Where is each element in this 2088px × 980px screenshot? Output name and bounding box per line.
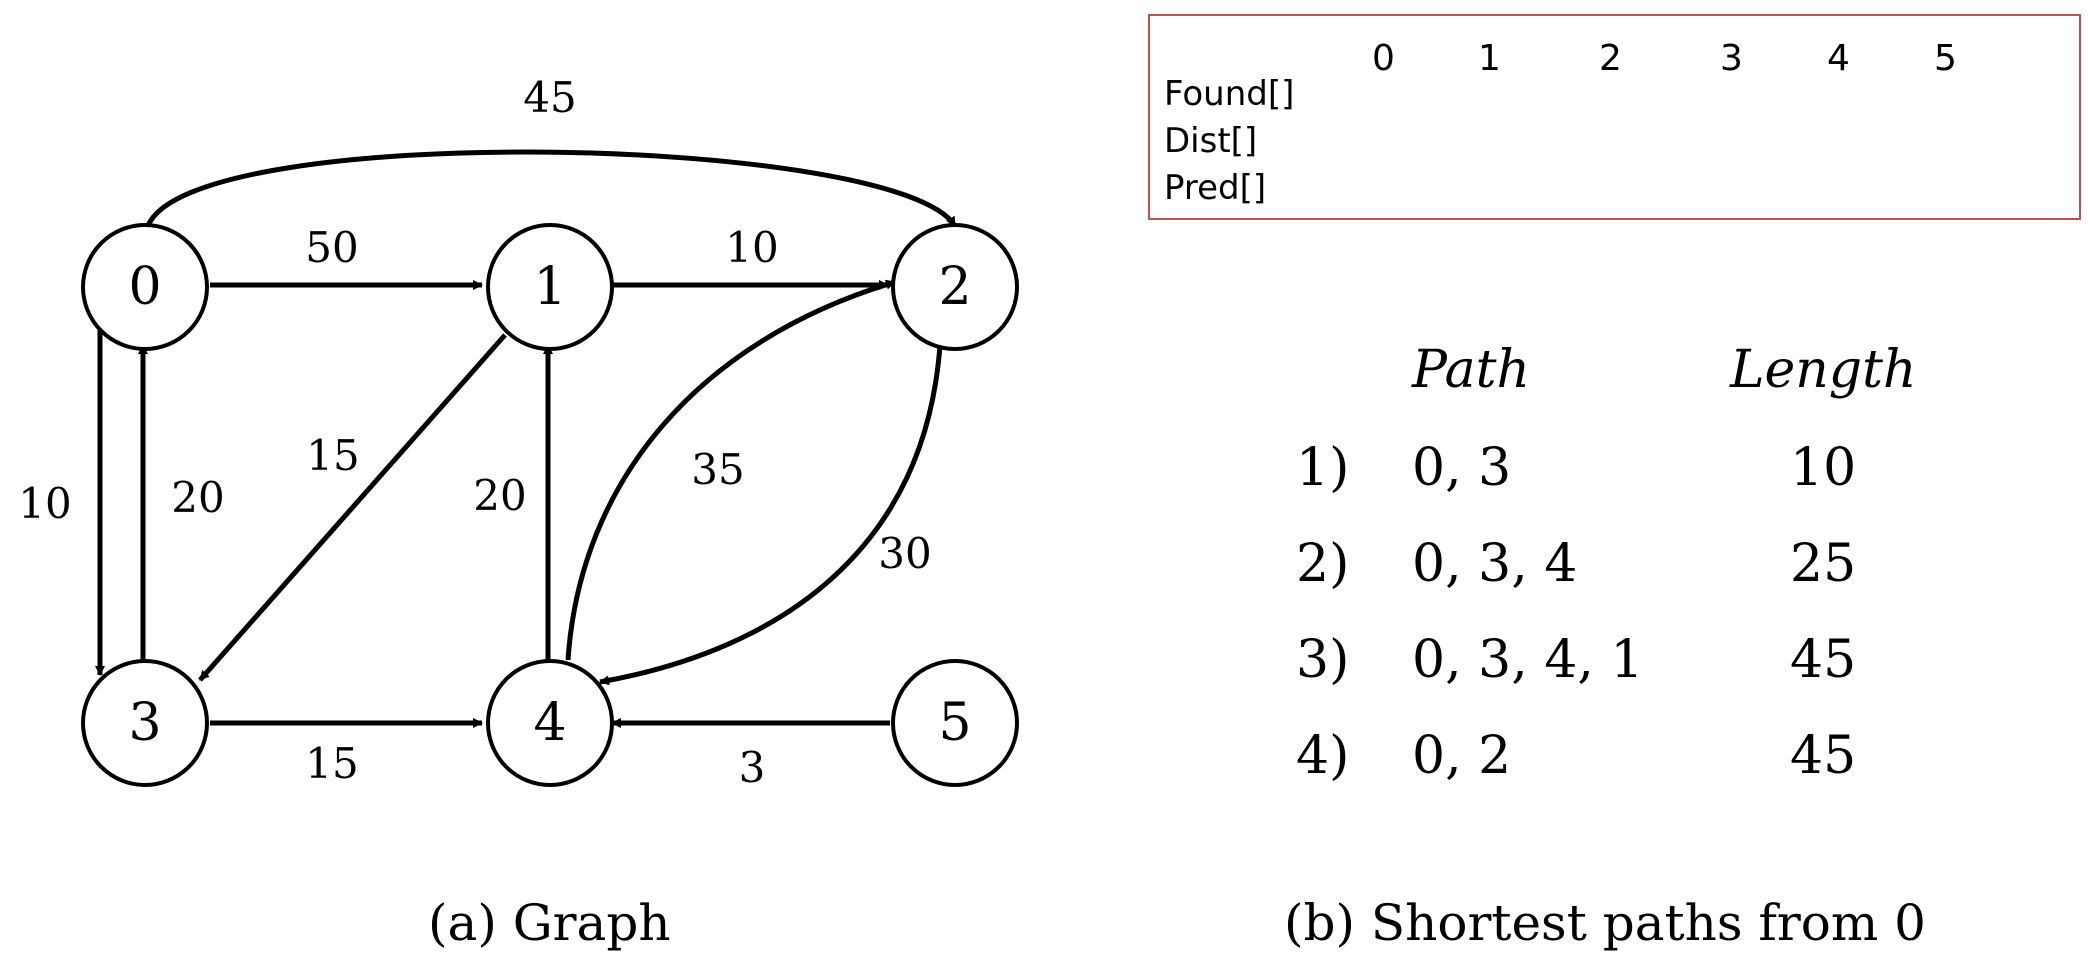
- node-3: 3: [81, 659, 209, 787]
- path-row-length: 10: [1790, 438, 1857, 498]
- state-index-4: 4: [1827, 38, 1850, 79]
- path-row-path: 0, 3, 4, 1: [1412, 630, 1644, 690]
- node-2: 2: [891, 223, 1019, 351]
- edge-weight-3-0: 20: [171, 473, 224, 522]
- path-header: Path: [1412, 340, 1531, 400]
- edge-weight-2-4: 30: [878, 529, 931, 578]
- edge-weight-1-2: 10: [725, 223, 778, 272]
- state-index-0: 0: [1372, 38, 1395, 79]
- edge-weight-0-1: 50: [305, 223, 358, 272]
- node-4: 4: [486, 659, 614, 787]
- path-row-number: 4): [1296, 726, 1350, 786]
- state-index-2: 2: [1599, 38, 1622, 79]
- path-row-number: 2): [1296, 534, 1350, 594]
- node-label: 3: [128, 693, 161, 753]
- graph-caption: (a) Graph: [428, 894, 671, 952]
- edge-1-3: [198, 333, 507, 682]
- path-row-number: 1): [1296, 438, 1350, 498]
- path-row-length: 45: [1790, 726, 1857, 786]
- state-row-dist: Dist[]: [1164, 121, 1258, 161]
- node-label: 4: [533, 693, 566, 753]
- node-label: 1: [533, 257, 566, 317]
- edge-4-2: [565, 279, 896, 661]
- node-label: 0: [128, 257, 161, 317]
- edge-weight-3-4: 15: [305, 739, 358, 788]
- edge-0-2: [145, 149, 958, 228]
- state-row-pred: Pred[]: [1164, 168, 1267, 208]
- edge-weight-4-2: 35: [691, 445, 744, 494]
- edge-weight-5-4: 3: [739, 743, 766, 792]
- path-row-length: 25: [1790, 534, 1857, 594]
- node-label: 2: [938, 257, 971, 317]
- state-row-found: Found[]: [1164, 74, 1295, 114]
- state-index-3: 3: [1720, 38, 1743, 79]
- paths-caption: (b) Shortest paths from 0: [1284, 894, 1926, 952]
- state-index-1: 1: [1478, 38, 1501, 79]
- node-0: 0: [81, 223, 209, 351]
- edge-weight-0-3: 10: [18, 479, 71, 528]
- path-row-path: 0, 3, 4: [1412, 534, 1578, 594]
- graph-diagram: 50 10 45 10 20 15 20 35 30 15 3 0 1 2 3: [18, 73, 1019, 792]
- edge-weight-0-2: 45: [523, 73, 576, 122]
- path-row-length: 45: [1790, 630, 1857, 690]
- state-index-5: 5: [1934, 38, 1957, 79]
- length-header: Length: [1730, 340, 1917, 400]
- path-row-path: 0, 2: [1412, 726, 1512, 786]
- path-row-path: 0, 3: [1412, 438, 1512, 498]
- path-row-number: 3): [1296, 630, 1350, 690]
- edge-weight-1-3: 15: [306, 431, 359, 480]
- node-label: 5: [938, 693, 971, 753]
- edge-weight-4-1: 20: [473, 471, 526, 520]
- edge-2-4: [599, 344, 943, 686]
- node-5: 5: [891, 659, 1019, 787]
- state-table: 0 1 2 3 4 5 Found[] Dist[] Pred[]: [1148, 14, 2081, 220]
- node-1: 1: [486, 223, 614, 351]
